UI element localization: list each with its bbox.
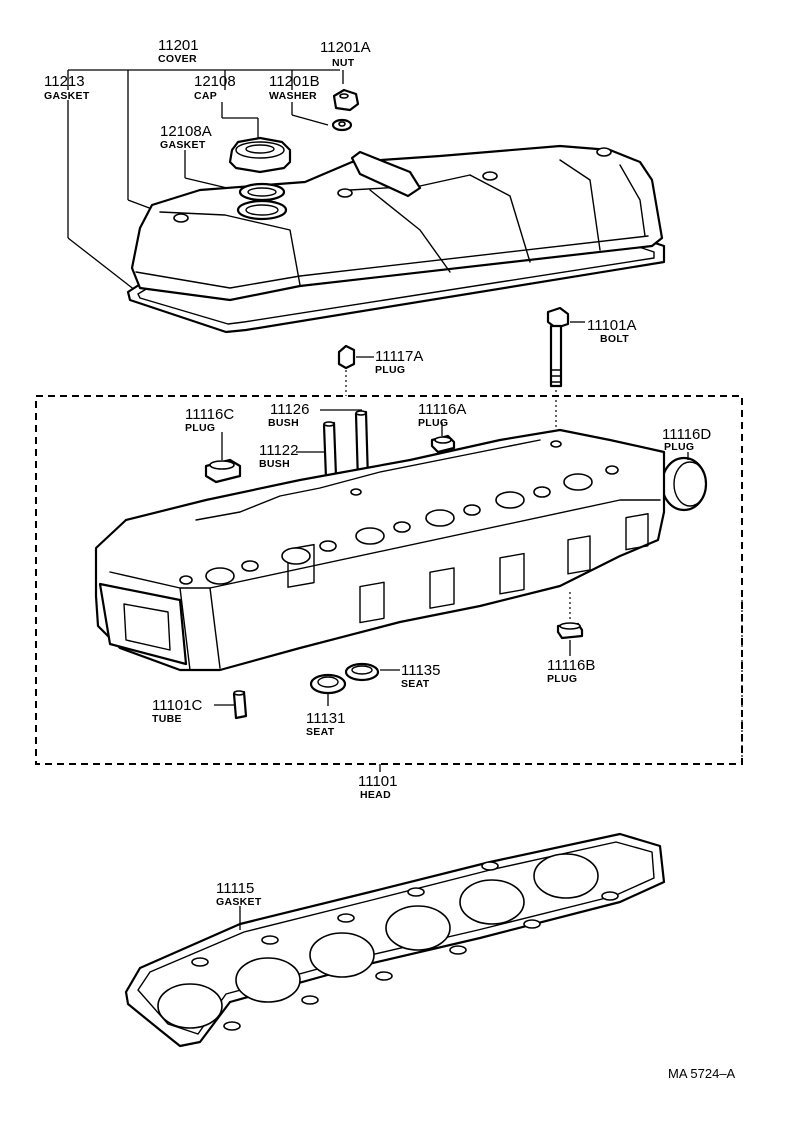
plug-11116b-shape (556, 622, 584, 640)
head-gasket-shape (124, 832, 666, 1048)
label-11116d-name: PLUG (664, 441, 694, 453)
oil-cap-shape (228, 136, 292, 174)
label-11101-name: HEAD (360, 789, 391, 801)
label-11201-number: 11201 (158, 37, 199, 54)
head-group-boundary (35, 395, 743, 765)
label-11213-name: GASKET (44, 90, 90, 102)
label-11201-name: COVER (158, 53, 197, 65)
label-11117a-number: 11117A (375, 348, 423, 365)
label-11116a-name: PLUG (418, 417, 448, 429)
seat-11131-shape (309, 673, 347, 695)
cylinder-head-shape (94, 428, 666, 672)
label-11201b-name: WASHER (269, 90, 317, 102)
label-12108-name: CAP (194, 90, 217, 102)
label-11116b-number: 11116B (547, 657, 595, 674)
plug-11116a-shape (430, 434, 456, 454)
label-11101-number: 11101 (358, 773, 398, 790)
label-12108-number: 12108 (194, 73, 236, 90)
seat-11135-shape (344, 662, 380, 682)
drawing-code: MA 5724–A (668, 1066, 736, 1081)
label-11117a-name: PLUG (375, 364, 405, 376)
label-11116d-number: 11116D (662, 426, 711, 443)
label-11122-number: 11122 (259, 442, 299, 459)
label-11213-number: 11213 (44, 73, 85, 90)
cover-leader-bracket (67, 69, 344, 295)
label-12108a-number: 12108A (160, 123, 212, 140)
label-11131-name: SEAT (306, 726, 335, 738)
nut-shape (332, 88, 360, 112)
plug-11116d-shape (660, 456, 708, 512)
label-11115-number: 11115 (216, 880, 254, 897)
label-11122-name: BUSH (259, 458, 290, 470)
plug-11117a-shape (337, 344, 356, 370)
label-11201a-number: 11201A (320, 39, 371, 56)
label-11116c-number: 11116C (185, 406, 234, 423)
label-12108a-name: GASKET (160, 139, 206, 151)
label-11101a-name: BOLT (600, 333, 629, 345)
label-11131-number: 11131 (306, 710, 346, 727)
label-11115-name: GASKET (216, 896, 262, 908)
label-11126-name: BUSH (268, 417, 299, 429)
plug-11116c-shape (204, 458, 242, 484)
tube-shape (232, 690, 248, 720)
cap-gasket-shape (238, 182, 286, 202)
label-11135-name: SEAT (401, 678, 430, 690)
valve-cover-shape (130, 144, 664, 302)
bolt-shape (546, 306, 570, 388)
label-11201b-number: 11201B (269, 73, 320, 90)
label-11101c-number: 11101C (152, 697, 202, 714)
label-11201a-name: NUT (332, 57, 355, 69)
label-11101c-name: TUBE (152, 713, 182, 725)
label-11126-number: 11126 (270, 401, 310, 418)
label-11116a-number: 11116A (418, 401, 466, 418)
label-11101a-number: 11101A (587, 317, 637, 334)
label-11135-number: 11135 (401, 662, 441, 679)
bush-11122-shape (322, 421, 338, 480)
label-11116b-name: PLUG (547, 673, 577, 685)
label-11116c-name: PLUG (185, 422, 215, 434)
washer-shape (331, 118, 353, 132)
